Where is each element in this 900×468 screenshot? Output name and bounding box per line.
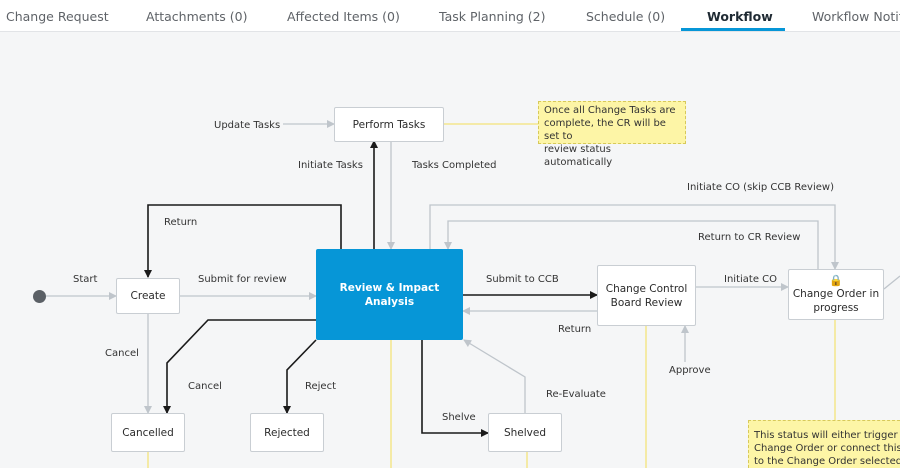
node-perform-tasks-label: Perform Tasks <box>352 118 426 131</box>
transition-approve-label[interactable]: Approve <box>669 365 711 376</box>
tab-change-request[interactable]: Change Request <box>6 9 109 24</box>
lock-icon: 🔒 <box>829 273 843 287</box>
node-ccb-review-label-1: Change Control <box>605 282 688 295</box>
transition-update-tasks-label[interactable]: Update Tasks <box>214 120 281 131</box>
transition-tasks-completed-label[interactable]: Tasks Completed <box>412 160 497 171</box>
transition-initiate-co-skip-label[interactable]: Initiate CO (skip CCB Review) <box>687 182 834 193</box>
tab-schedule[interactable]: Schedule (0) <box>586 9 666 24</box>
node-shelved[interactable]: Shelved <box>488 413 562 452</box>
active-tab-indicator <box>681 28 785 31</box>
transition-return-ccb-label[interactable]: Return <box>558 324 592 335</box>
transition-return-to-cr-review-label[interactable]: Return to CR Review <box>698 232 801 243</box>
change-order-info-note: This status will either trigger a new Ch… <box>748 420 900 468</box>
transition-re-evaluate-label[interactable]: Re-Evaluate <box>546 389 606 400</box>
transition-shelve-label[interactable]: Shelve <box>442 412 476 423</box>
transition-cancel-label[interactable]: Cancel <box>105 348 139 359</box>
co-note-line: Change Order or connect this request <box>754 443 900 454</box>
tasks-note-line: Once all Change Tasks are <box>544 105 676 116</box>
tab-workflow[interactable]: Workflow <box>707 9 773 24</box>
node-change-order-label-2: progress <box>813 301 859 314</box>
node-review-impact-analysis[interactable]: Review & Impact Analysis <box>316 249 463 340</box>
node-change-order[interactable]: 🔒 Change Order in progress <box>788 269 884 320</box>
node-perform-tasks[interactable]: Perform Tasks <box>334 107 444 142</box>
co-note-line: to the Change Order selected in <box>754 456 900 467</box>
node-review-label: Review & Impact Analysis <box>339 281 440 308</box>
node-cancelled-label: Cancelled <box>122 426 174 439</box>
transition-start-label[interactable]: Start <box>73 274 98 285</box>
tab-task-planning[interactable]: Task Planning (2) <box>439 9 546 24</box>
node-change-order-label-1: Change Order in <box>792 287 880 300</box>
start-node <box>33 290 46 303</box>
transition-initiate-tasks-label[interactable]: Initiate Tasks <box>298 160 363 171</box>
tab-bar: Change Request Attachments (0) Affected … <box>0 0 900 32</box>
node-cancelled[interactable]: Cancelled <box>111 413 185 452</box>
tasks-info-note: Once all Change Tasks are complete, the … <box>538 101 686 168</box>
node-ccb-review[interactable]: Change Control Board Review <box>597 265 696 326</box>
transition-submit-to-ccb-label[interactable]: Submit to CCB <box>486 274 559 285</box>
co-note-line: This status will either trigger a new <box>754 430 900 441</box>
transition-submit-for-review-label[interactable]: Submit for review <box>198 274 287 285</box>
node-create-label: Create <box>130 290 166 302</box>
transition-cancel-review-label[interactable]: Cancel <box>188 381 222 392</box>
tasks-note-line: review status automatically <box>544 144 613 168</box>
node-create[interactable]: Create <box>116 278 180 314</box>
transition-return-label[interactable]: Return <box>164 217 198 228</box>
tab-attachments[interactable]: Attachments (0) <box>146 9 248 24</box>
tasks-note-line: complete, the CR will be set to <box>544 118 666 142</box>
node-shelved-label: Shelved <box>503 426 547 439</box>
tab-workflow-notifications[interactable]: Workflow Notific <box>812 9 900 24</box>
node-rejected-label: Rejected <box>264 426 310 439</box>
node-rejected[interactable]: Rejected <box>250 413 324 452</box>
tab-affected-items[interactable]: Affected Items (0) <box>287 9 400 24</box>
transition-reject-label[interactable]: Reject <box>305 381 337 392</box>
transition-initiate-co-label[interactable]: Initiate CO <box>724 274 777 285</box>
node-ccb-review-label-2: Board Review <box>610 296 683 309</box>
